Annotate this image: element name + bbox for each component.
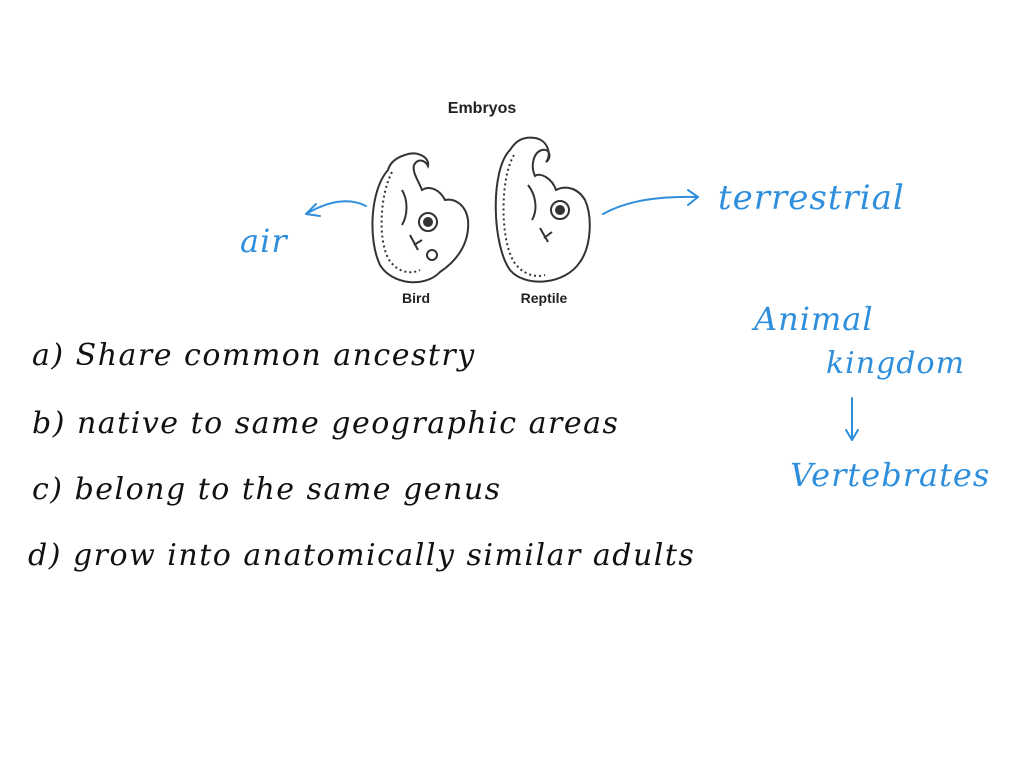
terrestrial-arrow [602,189,699,215]
vertebrates-annotation: Vertebrates [790,456,991,494]
reptile-embryo-drawing [494,136,591,283]
kingdom-down-arrow [845,397,859,441]
option-text: grow into anatomically similar adults [72,538,696,573]
option-c: c) belong to the same genus [32,472,502,507]
option-text: belong to the same genus [74,472,502,507]
option-d: d) grow into anatomically similar adults [28,538,695,573]
option-letter: b) [32,406,66,441]
option-text: Share common ancestry [75,338,476,373]
air-annotation: air [240,222,288,260]
option-letter: a) [32,338,65,373]
reptile-label: Reptile [520,290,568,306]
option-text: native to same geographic areas [76,406,620,441]
figure-title: Embryos [447,100,517,117]
option-b: b) native to same geographic areas [32,406,619,441]
terrestrial-annotation: terrestrial [718,178,905,218]
bird-embryo-drawing [371,152,470,284]
option-letter: d) [28,538,62,573]
option-a: a) Share common ancestry [32,338,476,373]
bird-label: Bird [402,290,430,306]
kingdom-annotation: kingdom [826,346,966,381]
option-letter: c) [32,472,64,507]
animal-annotation: Animal [754,300,874,338]
air-arrow [305,200,367,217]
